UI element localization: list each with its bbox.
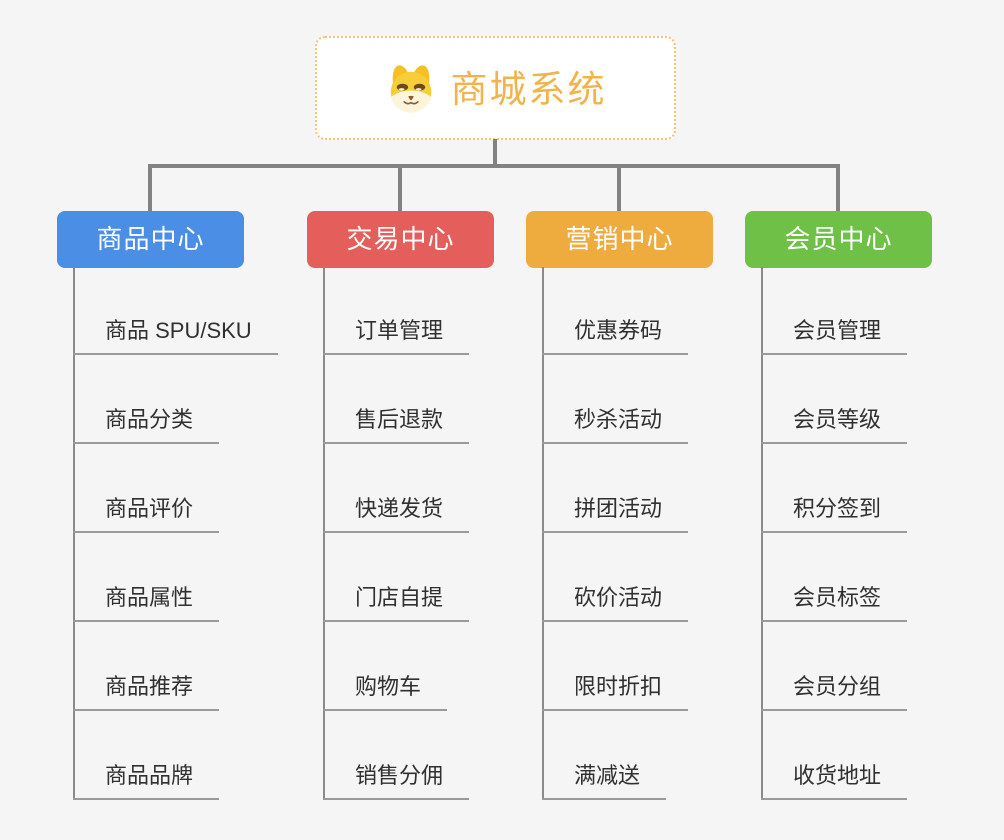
root-title: 商城系统 xyxy=(450,68,607,110)
leaf-node[interactable]: 商品品牌 xyxy=(73,762,220,800)
connector-stub-products xyxy=(148,166,152,213)
leaf-node[interactable]: 会员分组 xyxy=(761,673,908,711)
leaf-node[interactable]: 商品 SPU/SKU xyxy=(73,317,278,355)
connector-stub-members xyxy=(836,166,840,213)
leaf-node[interactable]: 商品评价 xyxy=(73,495,220,533)
leaf-node[interactable]: 购物车 xyxy=(323,673,448,711)
leaf-node[interactable]: 销售分佣 xyxy=(323,762,470,800)
column-products: 商品 SPU/SKU 商品分类 商品评价 商品属性 商品推荐 商品品牌 xyxy=(73,317,278,800)
leaf-node[interactable]: 会员标签 xyxy=(761,584,908,622)
leaf-node[interactable]: 商品分类 xyxy=(73,406,220,444)
shiba-dog-icon xyxy=(390,65,431,113)
root-node[interactable]: 商城系统 xyxy=(315,36,676,140)
category-node-marketing[interactable]: 营销中心 xyxy=(526,211,713,268)
leaf-node[interactable]: 会员管理 xyxy=(761,317,908,355)
column-line-trade xyxy=(323,267,325,800)
category-node-members[interactable]: 会员中心 xyxy=(745,211,932,268)
leaf-node[interactable]: 优惠券码 xyxy=(542,317,689,355)
leaf-node[interactable]: 秒杀活动 xyxy=(542,406,689,444)
category-node-products[interactable]: 商品中心 xyxy=(57,211,244,268)
column-members: 会员管理 会员等级 积分签到 会员标签 会员分组 收货地址 xyxy=(761,317,908,800)
leaf-node[interactable]: 砍价活动 xyxy=(542,584,689,622)
column-trade: 订单管理 售后退款 快递发货 门店自提 购物车 销售分佣 xyxy=(323,317,470,800)
connector-horizontal xyxy=(148,164,840,168)
leaf-node[interactable]: 满减送 xyxy=(542,762,667,800)
category-node-trade[interactable]: 交易中心 xyxy=(307,211,494,268)
column-line-members xyxy=(761,267,763,800)
leaf-node[interactable]: 积分签到 xyxy=(761,495,908,533)
connector-stub-marketing xyxy=(617,166,621,213)
leaf-node[interactable]: 商品推荐 xyxy=(73,673,220,711)
column-line-products xyxy=(73,267,75,800)
leaf-node[interactable]: 售后退款 xyxy=(323,406,470,444)
column-marketing: 优惠券码 秒杀活动 拼团活动 砍价活动 限时折扣 满减送 xyxy=(542,317,689,800)
leaf-node[interactable]: 限时折扣 xyxy=(542,673,689,711)
leaf-node[interactable]: 快递发货 xyxy=(323,495,470,533)
leaf-node[interactable]: 拼团活动 xyxy=(542,495,689,533)
column-line-marketing xyxy=(542,267,544,800)
leaf-node[interactable]: 收货地址 xyxy=(761,762,908,800)
leaf-node[interactable]: 会员等级 xyxy=(761,406,908,444)
connector-root-stub xyxy=(493,139,497,166)
connector-stub-trade xyxy=(398,166,402,213)
leaf-node[interactable]: 订单管理 xyxy=(323,317,470,355)
leaf-node[interactable]: 门店自提 xyxy=(323,584,470,622)
leaf-node[interactable]: 商品属性 xyxy=(73,584,220,622)
